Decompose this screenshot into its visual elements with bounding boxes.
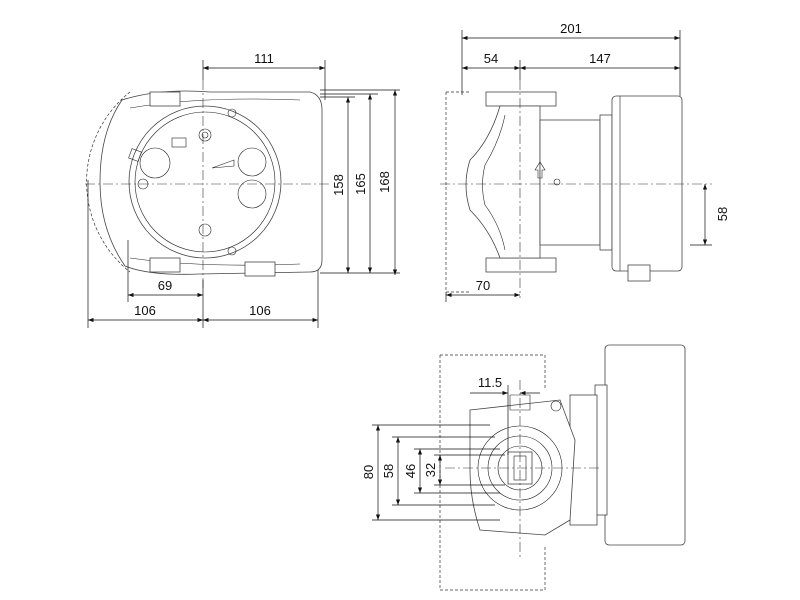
dim-11-5: 11.5: [478, 375, 502, 390]
front-view: [85, 80, 330, 290]
dim-80: 80: [361, 465, 376, 479]
dim-58-bottom: 58: [381, 464, 396, 478]
dim-69: 69: [158, 278, 172, 293]
dim-168: 168: [377, 171, 392, 193]
dim-111: 111: [254, 51, 274, 66]
bottom-view: [439, 344, 686, 591]
dim-106-left: 106: [134, 303, 156, 318]
dim-58-side: 58: [715, 207, 730, 221]
dim-147: 147: [589, 51, 611, 66]
dim-201: 201: [560, 21, 582, 36]
dimensions: 111 158 165 168 69 106 106 201 54 147 58…: [87, 21, 730, 521]
dim-70: 70: [476, 278, 490, 293]
side-view: [440, 80, 712, 298]
dim-32: 32: [423, 463, 438, 477]
dim-158: 158: [331, 174, 346, 196]
dim-54: 54: [484, 51, 498, 66]
dim-46: 46: [403, 464, 418, 478]
dim-106-right: 106: [249, 303, 271, 318]
dim-165: 165: [353, 173, 368, 195]
